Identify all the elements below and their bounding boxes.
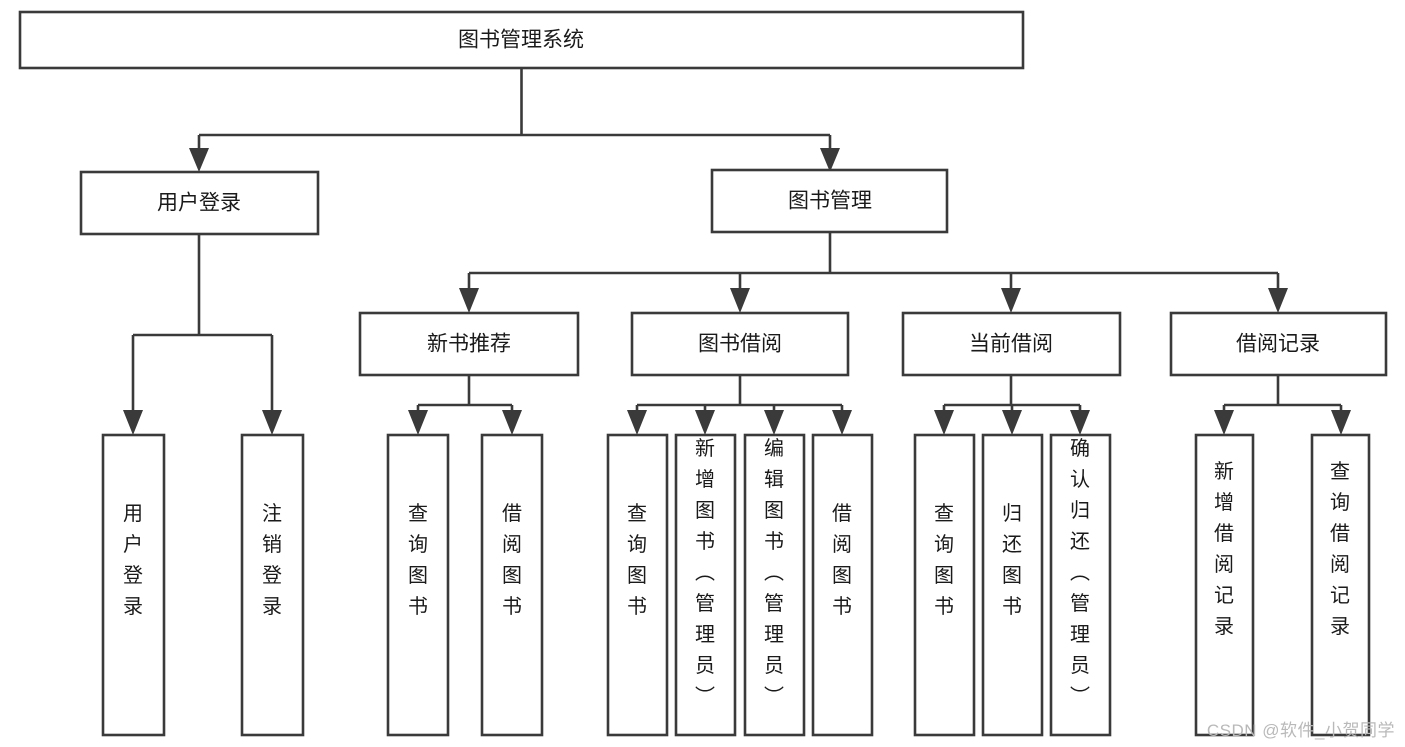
connector-layer	[123, 68, 1351, 435]
arrow-newbook-leaf-1-icon	[408, 410, 428, 435]
node-borrow-box[interactable]	[630, 311, 850, 377]
node-current[interactable]: 当前借阅	[901, 311, 1122, 377]
arrow-login-leaf-1-icon	[123, 410, 143, 435]
node-newbook[interactable]: 新书推荐	[358, 311, 580, 377]
node-leaf-9[interactable]: 查询图书	[913, 433, 976, 737]
node-leaf-3[interactable]: 查询图书	[386, 433, 450, 737]
node-leaf-12-label: 新增借阅记录	[1214, 460, 1234, 638]
node-login[interactable]: 用户登录	[79, 170, 320, 236]
node-newbook-box[interactable]	[358, 311, 580, 377]
node-leaf-2-box[interactable]	[240, 433, 305, 737]
node-leaf-1[interactable]: 用户登录	[101, 433, 166, 737]
arrow-borrow-leaf-3-icon	[764, 410, 784, 435]
node-leaf-2[interactable]: 注销登录	[240, 433, 305, 737]
node-leaf-9-label: 查询图书	[934, 502, 954, 618]
node-leaf-4-label: 借阅图书	[502, 502, 522, 618]
node-leaf-10[interactable]: 归还图书	[981, 433, 1044, 737]
node-leaf-6[interactable]: 新增图书︵管理员︶	[674, 433, 737, 737]
arrow-borrow-leaf-2-icon	[695, 410, 715, 435]
node-leaf-5-box[interactable]	[606, 433, 669, 737]
arrow-bookmgmt-borrow-icon	[730, 288, 750, 313]
arrow-newbook-leaf-2-icon	[502, 410, 522, 435]
node-leaf-1-box[interactable]	[101, 433, 166, 737]
node-leaf-3-box[interactable]	[386, 433, 450, 737]
node-leaf-8[interactable]: 借阅图书	[811, 433, 874, 737]
arrow-root-to-bookmgmt-icon	[820, 148, 840, 172]
arrow-borrow-leaf-1-icon	[627, 410, 647, 435]
node-records[interactable]: 借阅记录	[1169, 311, 1388, 377]
node-leaf-6-label: 新增图书︵管理员︶	[695, 437, 715, 708]
node-login-label: 用户登录	[157, 192, 241, 215]
node-leaf-7[interactable]: 编辑图书︵管理员︶	[743, 433, 806, 737]
node-borrow-label: 图书借阅	[698, 333, 782, 356]
arrow-records-leaf-2-icon	[1331, 410, 1351, 435]
node-bookmgmt-box[interactable]	[710, 168, 949, 234]
node-leaf-1-label: 用户登录	[123, 503, 143, 618]
arrow-bookmgmt-current-icon	[1001, 288, 1021, 313]
node-root-box[interactable]	[18, 10, 1025, 70]
arrow-current-leaf-3-icon	[1070, 410, 1090, 435]
node-borrow[interactable]: 图书借阅	[630, 311, 850, 377]
node-leaf-12[interactable]: 新增借阅记录	[1194, 433, 1255, 737]
node-leaf-8-box[interactable]	[811, 433, 874, 737]
node-leaf-7-label: 编辑图书︵管理员︶	[764, 437, 784, 708]
node-current-label: 当前借阅	[969, 333, 1053, 356]
node-leaf-5-label: 查询图书	[627, 502, 647, 618]
node-records-label: 借阅记录	[1236, 333, 1320, 356]
arrow-bookmgmt-records-icon	[1268, 288, 1288, 313]
node-leaf-9-box[interactable]	[913, 433, 976, 737]
node-bookmgmt[interactable]: 图书管理	[710, 168, 949, 234]
node-root-label: 图书管理系统	[458, 29, 584, 52]
node-leaf-10-label: 归还图书	[1002, 502, 1022, 618]
node-leaf-7-box[interactable]	[743, 433, 806, 737]
node-bookmgmt-label: 图书管理	[788, 190, 872, 213]
node-leaf-10-box[interactable]	[981, 433, 1044, 737]
arrow-borrow-leaf-4-icon	[832, 410, 852, 435]
arrow-root-to-login-icon	[189, 148, 209, 172]
node-leaf-4-box[interactable]	[480, 433, 544, 737]
node-records-box[interactable]	[1169, 311, 1388, 377]
node-leaf-11[interactable]: 确认归还︵管理员︶	[1049, 433, 1112, 737]
arrow-bookmgmt-newbook-icon	[459, 288, 479, 313]
node-leaf-5[interactable]: 查询图书	[606, 433, 669, 737]
node-leaf-3-label: 查询图书	[408, 502, 428, 618]
node-leaf-13[interactable]: 查询借阅记录	[1310, 433, 1371, 737]
node-leaf-11-box[interactable]	[1049, 433, 1112, 737]
node-leaf-4[interactable]: 借阅图书	[480, 433, 544, 737]
node-leaf-12-box[interactable]	[1194, 433, 1255, 737]
node-root[interactable]: 图书管理系统	[18, 10, 1025, 70]
node-leaf-13-label: 查询借阅记录	[1330, 460, 1350, 638]
arrow-current-leaf-1-icon	[934, 410, 954, 435]
node-leaf-6-box[interactable]	[674, 433, 737, 737]
arrow-records-leaf-1-icon	[1214, 410, 1234, 435]
arrow-login-leaf-2-icon	[262, 410, 282, 435]
arrow-current-leaf-2-icon	[1002, 410, 1022, 435]
node-leaf-2-label: 注销登录	[262, 502, 282, 618]
node-newbook-label: 新书推荐	[427, 333, 511, 356]
node-leaf-11-label: 确认归还︵管理员︶	[1070, 437, 1090, 708]
node-leaf-13-box[interactable]	[1310, 433, 1371, 737]
node-login-box[interactable]	[79, 170, 320, 236]
node-leaf-8-label: 借阅图书	[832, 502, 852, 618]
node-current-box[interactable]	[901, 311, 1122, 377]
